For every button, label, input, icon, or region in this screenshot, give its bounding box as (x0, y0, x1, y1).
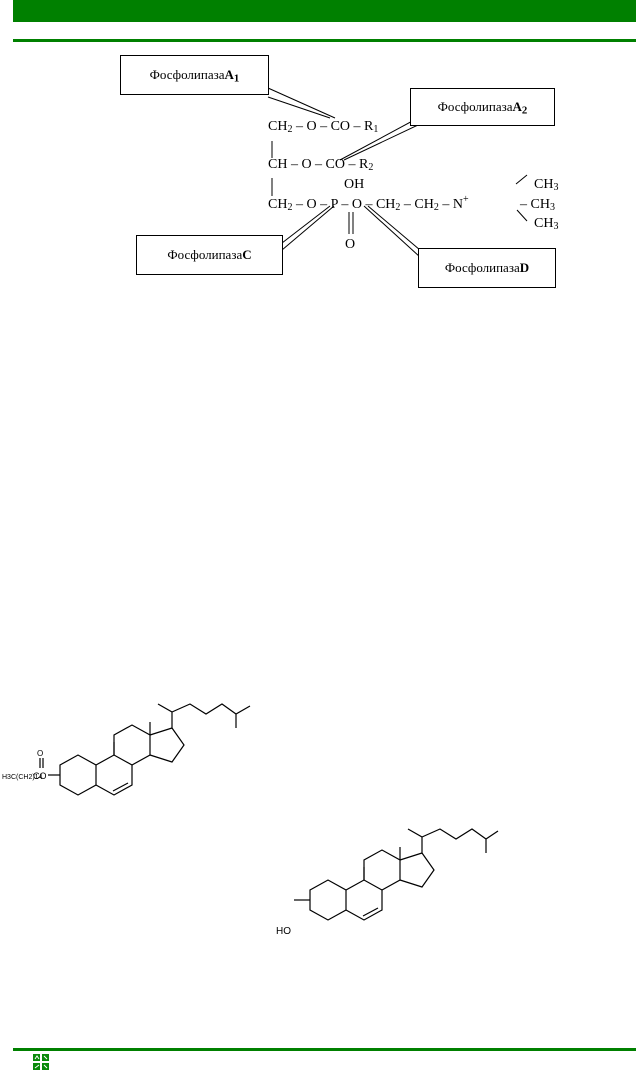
green-grid-logo-icon (32, 1053, 50, 1071)
ester-co-text: CO (33, 771, 47, 781)
formula-methyl-2: – CH3 (520, 197, 555, 213)
formula-oh: OH (344, 177, 365, 192)
formula-row-2: CH – O – CO – R2 (268, 157, 374, 173)
ester-o-text: O (37, 749, 43, 758)
formula-o-bottom: O (345, 237, 356, 252)
formula-methyl-3: CH3 (534, 216, 559, 232)
phospholipase-c-label: Фосфолипаза C (136, 235, 283, 275)
formula-row-3: CH2 – O – P – O – CH2 – CH2 – N+ (268, 194, 469, 213)
header-bar (13, 0, 636, 22)
formula-row-1: CH2 – O – CO – R1 (268, 119, 379, 135)
cholesterol-ester-structure: H3C(CH2)14 CO O (2, 703, 251, 796)
phospholipase-d-label: Фосфолипаза D (418, 248, 556, 288)
footer-rule (13, 1048, 636, 1051)
cleavage-lines (267, 87, 528, 258)
formula-methyl-1: CH3 (534, 177, 559, 193)
cholesterol-structure: HO (276, 828, 499, 937)
header-rule (13, 39, 636, 42)
hydroxyl-text: HO (276, 926, 291, 937)
ester-acyl-text: H3C(CH2)14 (2, 774, 43, 781)
